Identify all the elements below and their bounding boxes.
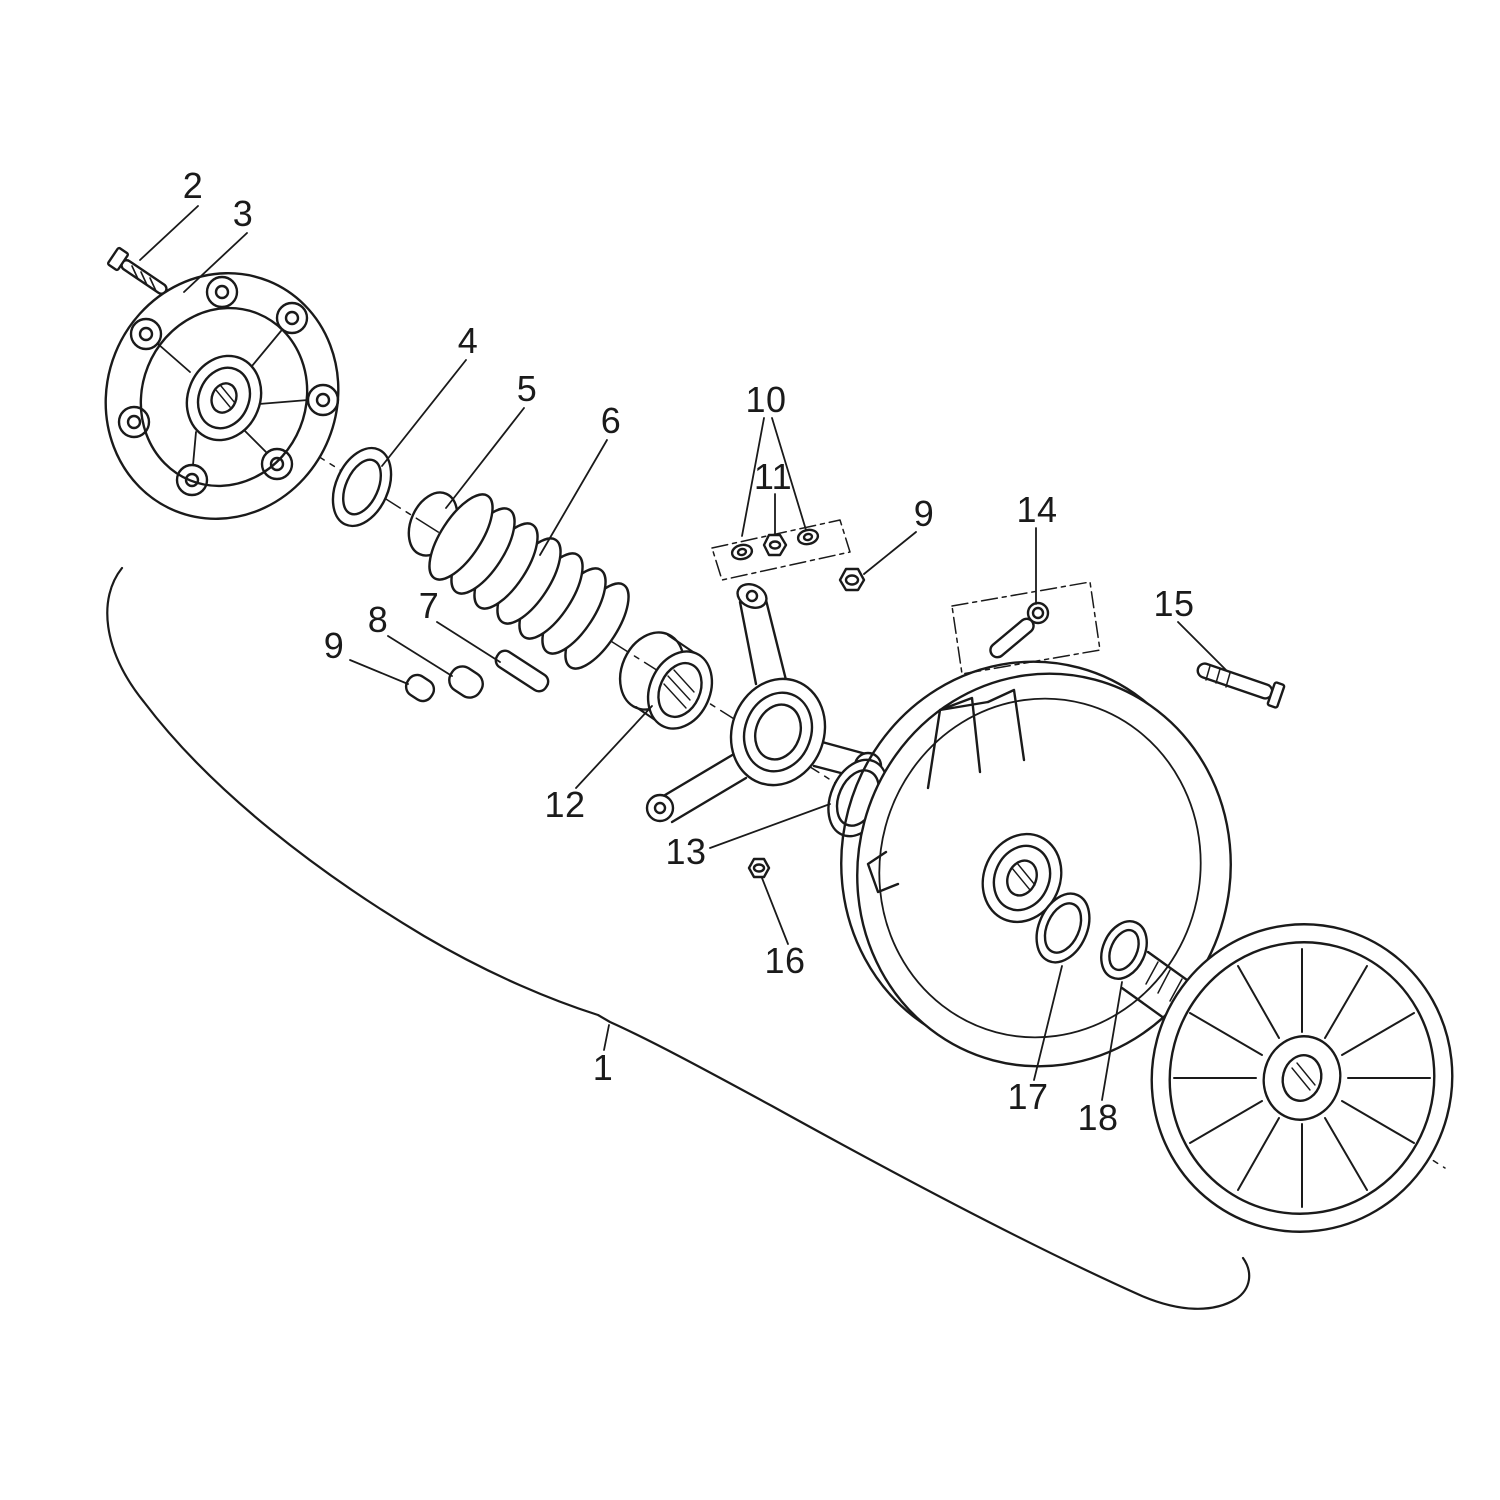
- bolt-drawing: [107, 246, 168, 295]
- plug-drawing: [404, 673, 436, 703]
- nut-drawing: [838, 567, 866, 592]
- threaded-hub-drawing: [618, 631, 714, 730]
- thrust-washer-drawing: [331, 446, 393, 528]
- spring-drawing: [428, 493, 630, 670]
- fastener-set-plate: [711, 519, 851, 581]
- assembly-bracket: [106, 566, 1251, 1310]
- ring-17-drawing: [1035, 892, 1091, 964]
- pin-14-plate: [951, 581, 1101, 675]
- roller-drawing: [448, 665, 484, 699]
- spoked-sheave-drawing: [1150, 923, 1454, 1233]
- cover-plate-drawing: [104, 272, 340, 520]
- pin-drawing: [494, 649, 550, 693]
- ring-18-drawing: [1100, 920, 1148, 980]
- leader-lines: [139, 205, 1227, 1101]
- small-nut-drawing: [747, 857, 771, 879]
- bolt-15-drawing: [1196, 662, 1286, 709]
